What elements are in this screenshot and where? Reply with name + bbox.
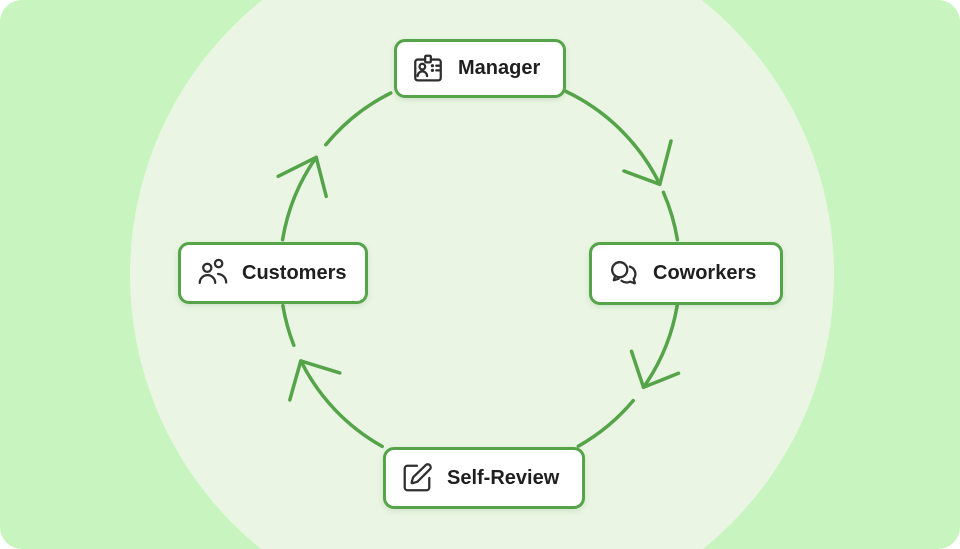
node-coworkers: Coworkers: [589, 242, 783, 305]
chat-bubbles-icon: [611, 260, 637, 284]
edit-square-icon: [403, 463, 432, 492]
arrowhead-to-coworkers-icon: [622, 139, 673, 187]
arrowhead-to-manager-icon: [276, 155, 328, 199]
node-label-selfreview: Self-Review: [447, 466, 560, 489]
arrowhead-to-customers-icon: [288, 359, 342, 402]
arc-selfreview-to-customers: [281, 303, 384, 449]
people-icon: [198, 258, 228, 285]
node-customers: Customers: [178, 242, 368, 304]
node-label-coworkers: Coworkers: [653, 262, 757, 284]
node-label-manager: Manager: [458, 57, 541, 79]
arc-coworkers-to-selfreview: [576, 303, 679, 448]
node-label-customers: Customers: [242, 261, 347, 284]
id-badge-icon: [414, 54, 442, 81]
node-manager: Manager: [394, 39, 566, 98]
arc-customers-to-manager: [280, 91, 393, 242]
arrowhead-to-selfreview-icon: [629, 349, 681, 390]
arc-manager-to-coworkers: [564, 89, 680, 242]
node-selfreview: Self-Review: [383, 447, 585, 509]
